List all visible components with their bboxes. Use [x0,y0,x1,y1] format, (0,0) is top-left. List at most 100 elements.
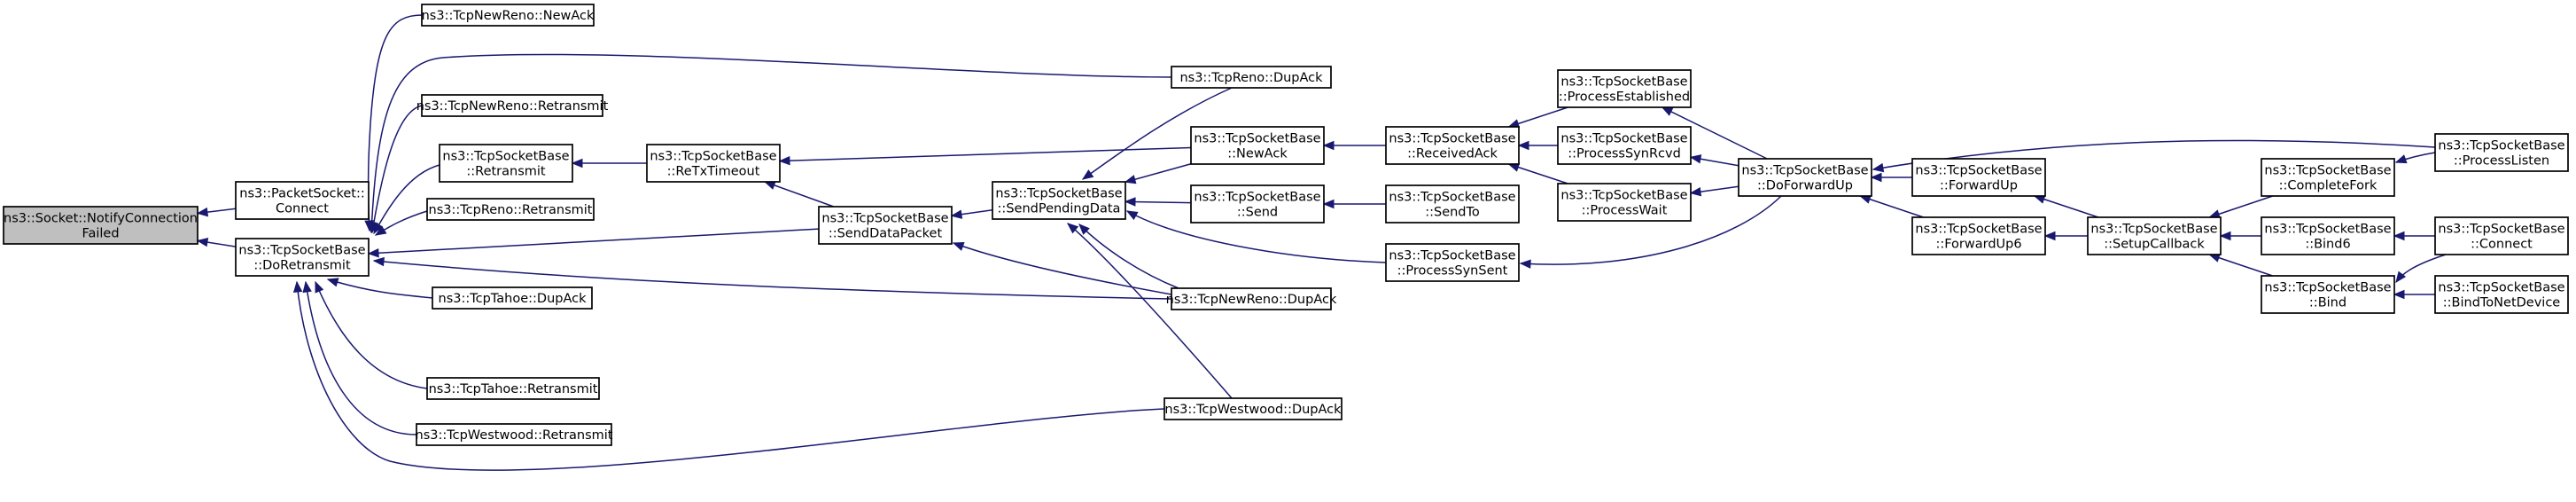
node-label: ns3::TcpSocketBase [2438,139,2564,153]
edge-line [1126,210,1387,263]
node-setupcallback[interactable]: ns3::TcpSocketBase::SetupCallback [2087,216,2222,255]
node-label: ns3::TcpSocketBase [2264,164,2391,178]
node-tsb_retransmit[interactable]: ns3::TcpSocketBase::Retransmit [439,144,573,183]
node-bind6[interactable]: ns3::TcpSocketBase::Bind6 [2261,216,2395,255]
arrow-head-icon [1517,140,1529,151]
edge-doforwardup-to-processsynrcvd [1689,154,1739,167]
node-processsynsent[interactable]: ns3::TcpSocketBase::ProcessSynSent [1385,243,1520,282]
node-doretransmit[interactable]: ns3::TcpSocketBase::DoRetransmit [235,238,370,277]
node-box [646,144,781,183]
node-processsynrcvd[interactable]: ns3::TcpSocketBase::ProcessSynRcvd [1557,126,1692,165]
node-tsb_newack[interactable]: ns3::TcpSocketBase::NewAck [1190,126,1325,165]
arrow-head-icon [1124,197,1136,207]
node-westwood_dupack[interactable]: ns3::TcpWestwood::DupAck [1163,397,1342,420]
edge-receivedack-to-tsb_newack [1322,140,1386,151]
node-forwardup[interactable]: ns3::TcpSocketBase::ForwardUp [1911,158,2046,197]
arrow-head-icon [571,158,583,169]
node-box [421,4,595,27]
node-box [2261,216,2395,255]
edge-line [764,181,835,208]
node-label: ns3::TcpWestwood::Retransmit [416,428,613,443]
node-label: ::ProcessWait [1582,204,1668,218]
arrow-head-icon [196,237,209,247]
node-label: ::Connect [2471,238,2533,252]
node-senddatapacket[interactable]: ns3::TcpSocketBase::SendDataPacket [818,206,953,245]
node-sendpendingdata[interactable]: ns3::TcpSocketBase::SendPendingData [992,181,1126,220]
node-processwait[interactable]: ns3::TcpSocketBase::ProcessWait [1557,183,1692,222]
node-tahoe_dupack[interactable]: ns3::TcpTahoe::DupAck [432,286,593,310]
edge-pktconnect-to-notify [196,207,237,217]
node-box [1190,126,1325,165]
node-forwardup6[interactable]: ns3::TcpSocketBase::ForwardUp6 [1911,216,2046,255]
node-label: ::DoRetransmit [253,259,351,273]
node-newreno_retransmit[interactable]: ns3::TcpNewReno::Retransmit [416,94,609,117]
edge-processsynsent-to-sendpendingdata [1125,210,1387,263]
node-reno_retransmit[interactable]: ns3::TcpReno::Retransmit [426,198,595,221]
node-label: ns3::TcpTahoe::DupAck [439,292,588,306]
node-reno_dupack[interactable]: ns3::TcpReno::DupAck [1171,66,1332,89]
node-label: ns3::TcpSocketBase [995,187,1122,201]
edge-forwardup6-to-doforwardup [1859,194,1924,218]
node-label: ns3::TcpSocketBase [2264,281,2391,295]
node-processestablished[interactable]: ns3::TcpSocketBase::ProcessEstablished [1557,69,1692,108]
node-label: ::Retransmit [466,165,546,179]
node-box [1171,66,1332,89]
node-processlisten[interactable]: ns3::TcpSocketBase::ProcessListen [2434,133,2569,172]
node-sendto[interactable]: ns3::TcpSocketBase::SendTo [1385,184,1520,224]
arrow-head-icon [302,280,312,294]
node-box [416,423,612,446]
node-label: ns3::TcpSocketBase [1389,249,1515,263]
edge-bindtonetdevice-to-bind [2393,289,2435,300]
node-retxtimeout[interactable]: ns3::TcpSocketBase::ReTxTimeout [646,144,781,183]
node-box [426,377,600,400]
arrow-head-icon [2393,289,2405,300]
node-box [1557,126,1692,165]
node-box [2261,275,2395,314]
edge-line [368,228,820,255]
edge-tahoe_dupack-to-doretransmit [326,278,433,299]
node-pktconnect[interactable]: ns3::PacketSocket::Connect [235,181,370,220]
node-box [439,144,573,183]
node-bind[interactable]: ns3::TcpSocketBase::Bind [2261,275,2395,314]
node-connect[interactable]: ns3::TcpSocketBase::Connect [2434,216,2569,255]
node-box [1190,184,1325,224]
node-box [426,198,595,221]
node-label: ns3::TcpReno::DupAck [1179,71,1323,85]
node-box [2434,275,2569,314]
node-tsb_send[interactable]: ns3::TcpSocketBase::Send [1190,184,1325,224]
arrow-head-icon [1870,172,1882,183]
edge-line [1520,195,1782,265]
node-box [1385,184,1520,224]
node-label: ns3::TcpWestwood::DupAck [1164,403,1342,417]
node-label: Connect [276,202,329,216]
node-label: ns3::TcpSocketBase [650,150,776,164]
node-doforwardup[interactable]: ns3::TcpSocketBase::DoForwardUp [1738,158,1872,197]
node-label: ns3::TcpSocketBase [1560,132,1687,146]
edge-westwood_retransmit-to-doretransmit [302,280,417,435]
arrow-head-icon [1661,106,1674,116]
node-box [421,94,603,117]
arrow-head-icon [2219,231,2231,241]
node-westwood_retransmit[interactable]: ns3::TcpWestwood::Retransmit [416,423,613,446]
node-label: ns3::TcpNewReno::NewAck [422,9,595,23]
node-label: ns3::TcpSocketBase [1194,191,1320,205]
node-newreno_dupack[interactable]: ns3::TcpNewReno::DupAck [1166,287,1337,310]
edge-senddatapacket-to-retxtimeout [763,180,835,208]
node-tahoe_retransmit[interactable]: ns3::TcpTahoe::Retransmit [426,377,600,400]
node-receivedack[interactable]: ns3::TcpSocketBase::ReceivedAck [1385,126,1520,165]
edge-newreno_dupack-to-sendpendingdata [1078,224,1179,289]
node-box [2434,216,2569,255]
node-completefork[interactable]: ns3::TcpSocketBase::CompleteFork [2261,158,2395,197]
node-label: ::Send [1237,206,1278,220]
node-bindtonetdevice[interactable]: ns3::TcpSocketBase::BindToNetDevice [2434,275,2569,314]
edge-bind6-to-setupcallback [2219,231,2261,241]
node-label: ::ProcessListen [2454,154,2549,169]
node-box [992,181,1126,220]
arrow-head-icon [778,155,790,166]
node-box [3,206,198,245]
node-label: ns3::TcpSocketBase [1389,132,1515,146]
node-newreno_newack[interactable]: ns3::TcpNewReno::NewAck [421,4,595,27]
edge-forwardup-to-doforwardup [1870,172,1912,183]
node-box [1911,158,2046,197]
node-box [235,238,370,277]
